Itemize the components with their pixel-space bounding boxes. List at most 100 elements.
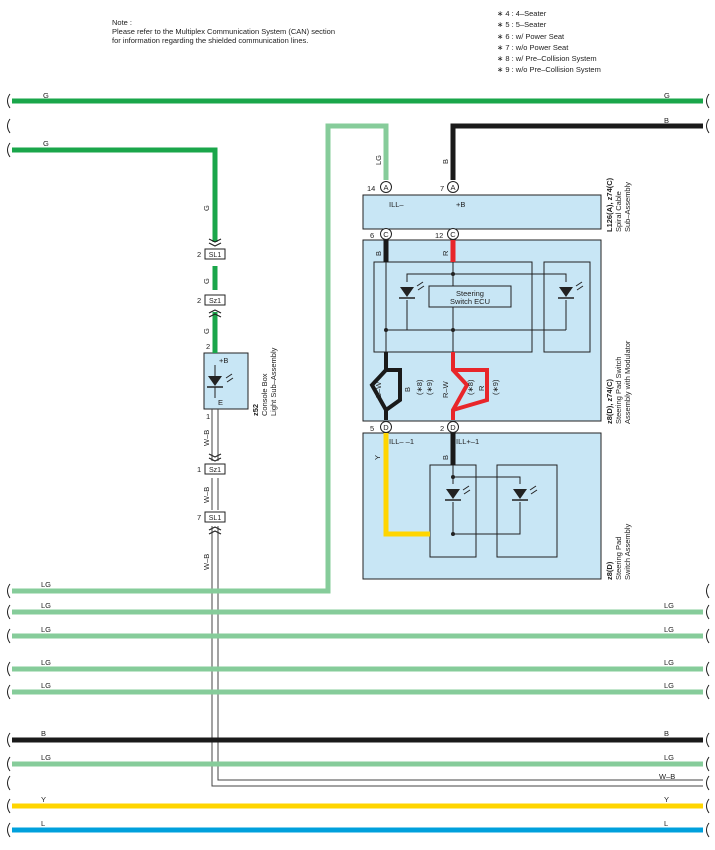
label-r-12c: R xyxy=(441,250,450,256)
label-bw: B–W xyxy=(374,381,383,398)
bus-label-right: LG xyxy=(664,681,674,690)
switch-assy-id: z8(D), z74(C) xyxy=(605,378,614,424)
label-wb-3: W–B xyxy=(202,554,211,570)
spiral-cable-id: L126(A), z74(C) xyxy=(605,177,614,232)
wire-break-mark xyxy=(7,732,11,748)
wire-break-mark xyxy=(7,775,11,791)
pin-circles: A A C C D D xyxy=(380,181,459,433)
legend-item: ∗ 6 : w/ Power Seat xyxy=(497,31,565,41)
wire-break-mark xyxy=(7,756,11,772)
svg-text:SL1: SL1 xyxy=(209,252,222,259)
label-g-second: G xyxy=(43,139,49,148)
pin-6: 6 xyxy=(370,231,374,240)
pad-switch-box xyxy=(362,432,602,580)
wire-b-top xyxy=(450,123,703,180)
note-title: Note : xyxy=(112,18,133,27)
wire-break-mark xyxy=(7,822,11,838)
console-box-id: z52 xyxy=(251,404,260,416)
label-rw: R–W xyxy=(441,380,450,398)
note-line-1: Please refer to the Multiplex Communicat… xyxy=(112,27,336,36)
console-box xyxy=(203,352,249,410)
label-star8-right: (∗8) xyxy=(466,379,475,395)
svg-text:D: D xyxy=(383,423,389,432)
wire-break-mark xyxy=(7,628,11,644)
bus-label-right: LG xyxy=(664,601,674,610)
label-b-pad: B xyxy=(441,455,450,460)
bus-label-left: LG xyxy=(41,580,51,589)
label-y-vert: Y xyxy=(373,455,382,460)
svg-text:SL1: SL1 xyxy=(209,515,222,522)
label-b-vert: B xyxy=(441,159,450,164)
svg-text:A: A xyxy=(383,183,388,192)
label-b-top-right: B xyxy=(664,116,669,125)
ecu-label-1: Steering xyxy=(456,289,484,298)
label-ill-p1: ILL+–1 xyxy=(456,437,479,446)
wire-break-mark xyxy=(706,732,710,748)
label-b-6c: B xyxy=(374,251,383,256)
note-line-2: for information regarding the shielded c… xyxy=(112,36,309,45)
svg-text:Sz1: Sz1 xyxy=(209,298,221,305)
label-g-top-left: G xyxy=(43,91,49,100)
wire-break-mark xyxy=(706,822,710,838)
connector-sl1_b: SL1 7 xyxy=(197,511,226,535)
bus-label-left: LG xyxy=(41,658,51,667)
label-plus-b-console: +B xyxy=(219,356,228,365)
wire-g-second xyxy=(12,147,218,242)
wire-break-mark xyxy=(706,583,710,599)
pin-2: 2 xyxy=(440,424,444,433)
svg-text:A: A xyxy=(450,183,455,192)
label-star9-left: (∗9) xyxy=(425,379,434,395)
label-g-top-right: G xyxy=(664,91,670,100)
spiral-cable-box xyxy=(362,194,602,230)
pin-circle: D xyxy=(380,421,392,433)
pin-7: 7 xyxy=(440,184,444,193)
pin-circle: C xyxy=(447,228,459,240)
spiral-cable-name-2: Sub–Assembly xyxy=(623,182,632,232)
switch-assy-name-2: Assembly with Modulator xyxy=(623,340,632,424)
wire-break-mark xyxy=(7,684,11,700)
legend-item: ∗ 8 : w/ Pre–Collision System xyxy=(497,54,597,64)
svg-text:C: C xyxy=(383,230,389,239)
bus-label-left: LG xyxy=(41,681,51,690)
wire-break-mark xyxy=(706,661,710,677)
svg-text:7: 7 xyxy=(197,513,201,522)
bus-label-right: LG xyxy=(664,658,674,667)
label-star9-right: (∗9) xyxy=(491,379,500,395)
pin-12: 12 xyxy=(435,231,443,240)
bus-label-right: W–B xyxy=(659,772,675,781)
fork-wires xyxy=(369,352,489,420)
pin-console-bottom: 1 xyxy=(206,412,210,421)
wire-break-mark xyxy=(706,628,710,644)
wire-break-mark xyxy=(7,604,11,620)
led-ecu-1 xyxy=(399,287,415,299)
label-plus-b-spiral: +B xyxy=(456,200,465,209)
pin-14: 14 xyxy=(367,184,375,193)
wire-break-mark xyxy=(706,684,710,700)
label-r-inner: R xyxy=(477,385,486,391)
bus-label-left: LG xyxy=(41,601,51,610)
pin-circle: C xyxy=(380,228,392,240)
svg-text:2: 2 xyxy=(197,250,201,259)
label-g-vert2: G xyxy=(202,278,211,284)
pad-switch-name-1: Steering Pad xyxy=(614,537,623,580)
steering-switch-ecu xyxy=(428,285,512,308)
label-lg-vert: LG xyxy=(374,155,383,165)
label-g-vert1: G xyxy=(202,205,211,211)
switch-assy-name-1: Steering Pad Switch xyxy=(614,356,623,424)
bus-label-right: L xyxy=(664,819,668,828)
wire-break-mark xyxy=(706,756,710,772)
wire-break-mark xyxy=(7,93,11,109)
bus-label-right: LG xyxy=(664,625,674,634)
wire-break-mark xyxy=(7,583,11,599)
svg-text:D: D xyxy=(450,423,456,432)
svg-text:2: 2 xyxy=(197,296,201,305)
legend-item: ∗ 7 : w/o Power Seat xyxy=(497,42,569,52)
label-g-vert3: G xyxy=(202,328,211,334)
bus-label-right: LG xyxy=(664,753,674,762)
label-star8-left: (∗8) xyxy=(415,379,424,395)
console-box-name-1: Console Box xyxy=(260,373,269,416)
label-e-console: E xyxy=(218,398,223,407)
